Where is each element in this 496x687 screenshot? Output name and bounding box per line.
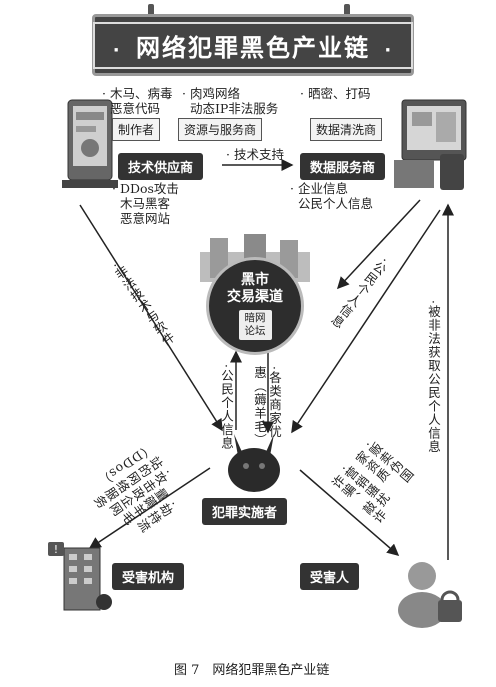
coupons-label: ·各类商家优惠（薅羊毛）	[252, 366, 282, 447]
leak-text: · 晒密、打码	[300, 86, 371, 101]
victim-person-illustration	[398, 562, 462, 628]
criminal-figure	[228, 434, 280, 492]
arrow-criminal-to-org	[88, 467, 211, 549]
arrow-data-to-criminal	[291, 209, 441, 434]
victim-org-tag: 受害机构	[112, 563, 185, 590]
data-service-tag: 数据服务商	[300, 153, 386, 180]
tech-supplier-illustration	[62, 99, 118, 188]
arrow-data-to-market	[336, 199, 421, 290]
maker-box: 制作者	[112, 118, 161, 141]
tech-support-label: · 技术支持	[226, 147, 284, 162]
title-inner: · 网络犯罪黑色产业链 ·	[92, 21, 414, 69]
resource-box: 资源与服务商	[178, 118, 263, 141]
arrow-criminal-to-person	[299, 469, 400, 556]
illegally-obtained-label: ·被非法获取公民个人信息	[426, 300, 441, 454]
svg-text:!: !	[54, 543, 58, 556]
citizen-info-mid-label: ·公民个人信息	[219, 364, 234, 450]
banner-pin-right	[344, 4, 350, 18]
title-dot-left: ·	[112, 39, 122, 61]
banner-pin-left	[148, 4, 154, 18]
tech-supplier-tag: 技术供应商	[118, 153, 204, 180]
virus-text: · 木马、病毒 恶意代码	[102, 86, 173, 116]
page-title: 网络犯罪黑色产业链	[136, 33, 370, 62]
ddos-tools-text: · DDos攻击 木马黑客 恶意网站	[112, 181, 179, 226]
data-service-illustration	[394, 99, 467, 190]
figure-caption: 图 7 网络犯罪黑色产业链	[174, 663, 330, 678]
criminal-tag: 犯罪实施者	[202, 498, 288, 525]
enterprise-info-text: · 企业信息 公民个人信息	[290, 181, 373, 211]
title-banner: · 网络犯罪黑色产业链 ·	[92, 14, 414, 76]
botnet-text: · 肉鸡网络 动态IP非法服务	[182, 86, 279, 116]
victim-org-illustration: !	[48, 542, 112, 611]
data-clean-box: 数据清洗商	[310, 118, 383, 141]
black-market-node: 黑市 交易渠道 暗网 论坛	[206, 257, 304, 355]
title-dot-right: ·	[384, 39, 394, 61]
victim-person-tag: 受害人	[300, 563, 360, 590]
arrow-illegal-tech	[79, 204, 223, 432]
black-market-sub-label: 暗网 论坛	[238, 310, 272, 340]
black-market-label: 黑市 交易渠道	[227, 272, 283, 305]
